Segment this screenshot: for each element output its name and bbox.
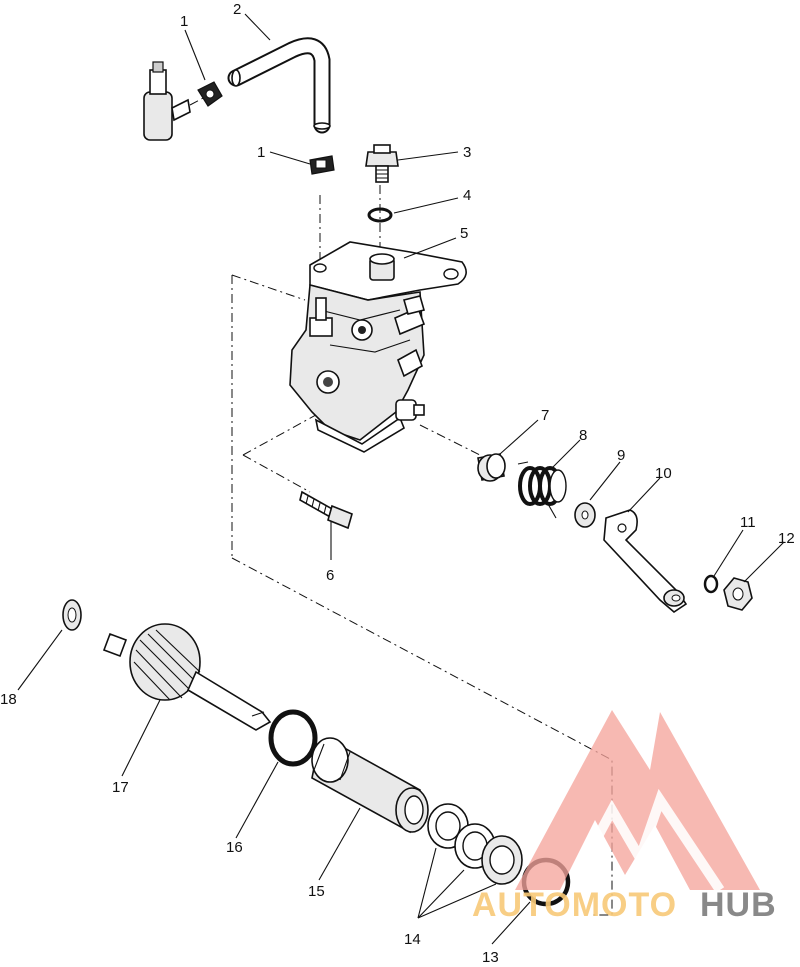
- callout-17: 17: [112, 779, 129, 796]
- callout-13: 13: [482, 949, 499, 966]
- brand-watermark-logo: AUTOMOTO HUB: [472, 710, 777, 924]
- callout-15: 15: [308, 883, 325, 900]
- callout-10: 10: [655, 465, 672, 482]
- callout-3: 3: [463, 144, 471, 161]
- shims-14-part: [427, 803, 523, 885]
- washer-9-part: [574, 502, 596, 528]
- nut-12-part: [723, 577, 753, 611]
- leader-lines: [17, 13, 785, 945]
- watermark-triangle-mark: [515, 710, 760, 890]
- callout-5: 5: [460, 225, 468, 242]
- callout-14: 14: [404, 931, 421, 948]
- thrust-washer-18-part: [62, 599, 82, 631]
- watermark-brand-part2: HUB: [700, 886, 777, 924]
- lock-washer-11-part: [703, 574, 719, 594]
- callout-2: 2: [233, 1, 241, 18]
- callout-18: 18: [0, 691, 17, 708]
- hose-fitting-part: [143, 61, 191, 141]
- bleed-screw-part: [365, 144, 399, 183]
- washer-4-part: [367, 207, 393, 223]
- callout-1-lower: 1: [257, 144, 265, 161]
- oil-pump-body-part: [289, 241, 467, 453]
- hose-clamp-lower-part: [309, 155, 335, 175]
- watermark-brand-part1: AUTOMOTO: [472, 886, 677, 924]
- hose-clamp-upper-part: [197, 81, 223, 107]
- callout-8: 8: [579, 427, 587, 444]
- callout-9: 9: [617, 447, 625, 464]
- collar-7-part: [477, 453, 506, 482]
- bushing-sleeve-15-part: [311, 737, 429, 834]
- callout-7: 7: [541, 407, 549, 424]
- callout-6: 6: [326, 567, 334, 584]
- spring-8-part: [517, 461, 567, 519]
- callout-11: 11: [740, 514, 756, 531]
- callout-12: 12: [778, 530, 795, 547]
- bolt-6-part: [299, 490, 353, 530]
- callout-1-upper: 1: [180, 13, 188, 30]
- o-ring-16-part: [268, 709, 318, 767]
- callout-16: 16: [226, 839, 243, 856]
- callout-4: 4: [463, 187, 471, 204]
- oil-hose-part: [227, 37, 331, 134]
- drive-gear-shaft-17-part: [102, 623, 272, 731]
- control-lever-10-part: [603, 509, 688, 614]
